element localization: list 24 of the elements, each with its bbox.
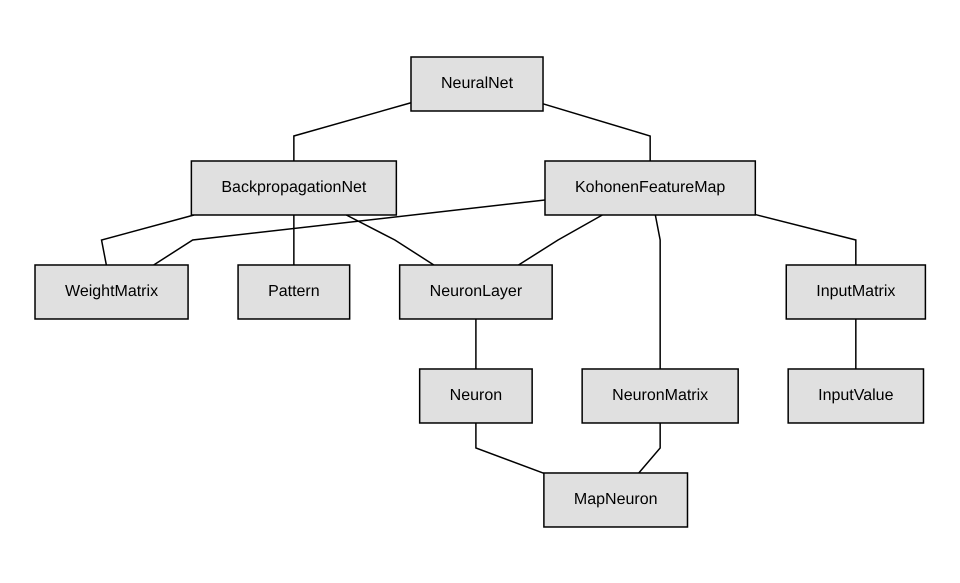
connector — [638, 422, 661, 473]
node-box: NeuronLayer — [398, 264, 553, 320]
node-box: InputMatrix — [785, 264, 926, 320]
connector — [474, 422, 544, 474]
node-box: WeightMatrix — [34, 264, 189, 320]
connector — [542, 102, 651, 160]
node-box: KohonenFeatureMap — [544, 160, 756, 216]
node-box: Neuron — [418, 368, 533, 424]
connector — [100, 214, 194, 265]
connector — [754, 213, 856, 264]
connector — [346, 214, 434, 266]
node-box: NeuralNet — [410, 56, 544, 112]
connector — [292, 102, 411, 160]
node-box: MapNeuron — [542, 472, 688, 528]
connector — [292, 214, 294, 264]
node-box: BackpropagationNet — [190, 160, 397, 216]
connector — [153, 198, 545, 266]
connector — [518, 214, 602, 266]
node-box: InputValue — [787, 368, 924, 424]
connector — [474, 318, 476, 368]
connector — [654, 214, 661, 368]
connector — [854, 318, 856, 368]
node-box: NeuronMatrix — [581, 368, 739, 424]
node-box: Pattern — [237, 264, 350, 320]
